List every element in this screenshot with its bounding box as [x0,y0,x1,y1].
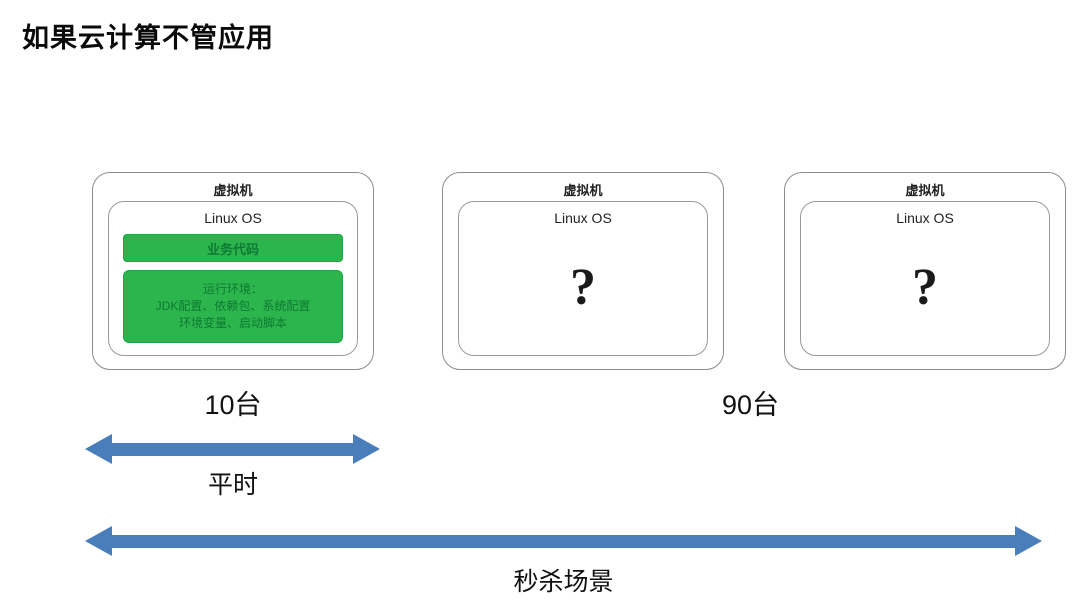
vm-header: 虚拟机 [213,183,253,198]
os-box: Linux OS ? [458,201,708,356]
arrow-left-head-icon [85,526,112,556]
env-line: 环境变量、启动脚本 [178,316,287,330]
page-title: 如果云计算不管应用 [22,23,274,53]
vm-header: 虚拟机 [905,183,945,198]
label-flashsale-scenario: 秒杀场景 [513,568,614,596]
double-arrow-normal [85,434,380,464]
question-wrap: ? [459,232,707,355]
os-content: 业务代码 运行环境： JDK配置、依赖包、系统配置 环境变量、启动脚本 [109,232,357,355]
question-mark: ? [912,259,938,316]
label-normal-times: 平时 [207,471,258,499]
runtime-env-box: 运行环境： JDK配置、依赖包、系统配置 环境变量、启动脚本 [123,270,343,343]
vm-header: 虚拟机 [563,183,603,198]
os-label: Linux OS [204,210,262,226]
double-arrow-flashsale [85,526,1042,556]
env-line: JDK配置、依赖包、系统配置 [155,299,311,313]
arrow-shaft [112,534,1015,548]
arrow-right-head-icon [353,434,380,464]
os-label: Linux OS [554,210,612,226]
app-code-bar: 业务代码 [123,234,343,262]
vm-box-question: 虚拟机 Linux OS ? [784,172,1066,370]
question-mark: ? [570,259,596,316]
vm-box-detailed: 虚拟机 Linux OS 业务代码 运行环境： JDK配置、依赖包、系统配置 环… [92,172,374,370]
os-label: Linux OS [896,210,954,226]
count-90: 90台 [721,390,780,420]
arrow-shaft [112,442,353,456]
question-wrap: ? [801,232,1049,355]
vm-box-question: 虚拟机 Linux OS ? [442,172,724,370]
count-10: 10台 [204,390,262,420]
arrow-left-head-icon [85,434,112,464]
arrow-right-head-icon [1015,526,1042,556]
os-box: Linux OS 业务代码 运行环境： JDK配置、依赖包、系统配置 环境变量、… [108,201,358,356]
os-box: Linux OS ? [800,201,1050,356]
env-line: 运行环境： [202,282,263,296]
